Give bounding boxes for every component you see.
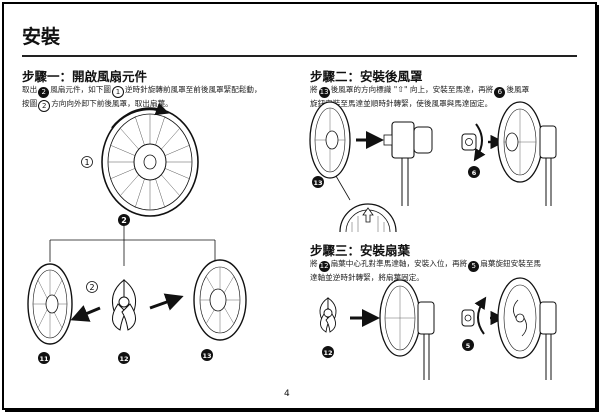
page-number: 4	[284, 389, 290, 399]
part-badge-6: 6	[494, 87, 506, 98]
step1-badge-2-top: 2	[118, 214, 130, 226]
rotate-ccw-arrow	[111, 102, 170, 129]
step1-callout-2: 2	[86, 281, 98, 293]
step2-desc-text: 後風罩	[506, 85, 530, 94]
step1-desc-text: 風扇元件，如下圖	[50, 85, 111, 94]
step1-title: 步驟一：開啟風扇元件	[22, 69, 148, 84]
step-badge-2: 2	[38, 100, 51, 112]
arrow-left-icon	[70, 305, 101, 322]
callout-label: 1	[84, 158, 89, 167]
fan-with-blade-illustration	[497, 277, 557, 380]
part-badge-13: 13	[318, 87, 330, 98]
step-badge-1: 1	[111, 86, 124, 98]
blade-knob-illustration	[461, 309, 475, 327]
step3-desc-line2: 達軸並逆時針轉緊，將扇葉固定。	[310, 273, 424, 282]
part-badge-11: 11	[38, 352, 50, 364]
direction-mark-detail-illustration	[335, 175, 397, 233]
assembly-connector-lines	[49, 226, 216, 266]
rotate-ccw-arrow	[474, 296, 487, 335]
motor-housing-illustration	[383, 121, 433, 206]
step1-desc-text: 逆時針旋轉前風罩至前後風罩緊配鬆動，	[124, 85, 262, 94]
rear-guard-mounting-illustration	[309, 101, 351, 179]
rear-guard-knob-illustration	[461, 133, 477, 151]
step3-desc-text: 扇葉旋鈕安裝至馬	[480, 259, 542, 268]
step1-desc-text: 方向向外卸下前後風罩，取出扇葉。	[51, 99, 173, 108]
fan-blade-illustration	[111, 278, 137, 331]
part-badge-6: 6	[468, 166, 480, 178]
up-arrow-icon	[362, 207, 374, 223]
callout-label: 6	[472, 169, 477, 177]
callout-label: 2	[89, 283, 94, 292]
part-badge-12-step3: 12	[322, 346, 334, 358]
callout-label: 13	[313, 179, 322, 187]
callout-label: 5	[466, 342, 471, 350]
part-badge-12: 12	[318, 261, 330, 272]
fan-guard-assembly-illustration	[101, 107, 199, 217]
callout-label: 12	[119, 355, 128, 363]
page-title: 安裝	[22, 26, 61, 48]
step1-callout-1: 1	[81, 156, 93, 168]
part-badge-2: 2	[38, 87, 50, 98]
step2-desc-text: 後風罩的方向標識 "	[330, 85, 398, 94]
rear-guard-illustration	[193, 259, 247, 341]
rotate-cw-arrow	[473, 123, 486, 162]
callout-label: 13	[202, 352, 211, 360]
arrow-right-icon	[149, 293, 184, 311]
title-divider	[22, 55, 577, 57]
fan-with-rear-guard-illustration	[497, 101, 557, 206]
fan-guard-motor-illustration	[379, 279, 435, 380]
callout-label: 2	[121, 216, 127, 225]
up-arrow-icon: ⇧	[397, 85, 404, 94]
step2-desc-text: " 向上，安裝至馬達，再將	[403, 85, 494, 94]
step3-desc-text: 將	[310, 259, 318, 268]
callout-label: 12	[323, 349, 332, 357]
part-badge-12: 12	[118, 352, 130, 364]
part-badge-13-step2: 13	[312, 176, 324, 188]
step1-desc-text: 按圖	[22, 99, 38, 108]
part-badge-5: 5	[462, 339, 474, 351]
callout-label: 11	[39, 355, 49, 363]
blade-mounting-illustration	[319, 297, 337, 333]
part-badge-5: 5	[468, 261, 480, 272]
step3-desc-text: 扇葉中心孔對準馬達軸，安裝入位，再將	[330, 259, 468, 268]
step3-title: 步驟三：安裝扇葉	[310, 243, 411, 258]
step2-title: 步驟二：安裝後風罩	[310, 69, 423, 84]
step2-desc-line2: 旋鈕安裝至馬達並順時針轉緊，使後風罩與馬達固定。	[310, 99, 493, 108]
front-guard-illustration	[27, 263, 73, 345]
part-badge-13: 13	[201, 349, 213, 361]
step2-desc-text: 將	[310, 85, 318, 94]
step1-desc-text: 取出	[22, 85, 38, 94]
